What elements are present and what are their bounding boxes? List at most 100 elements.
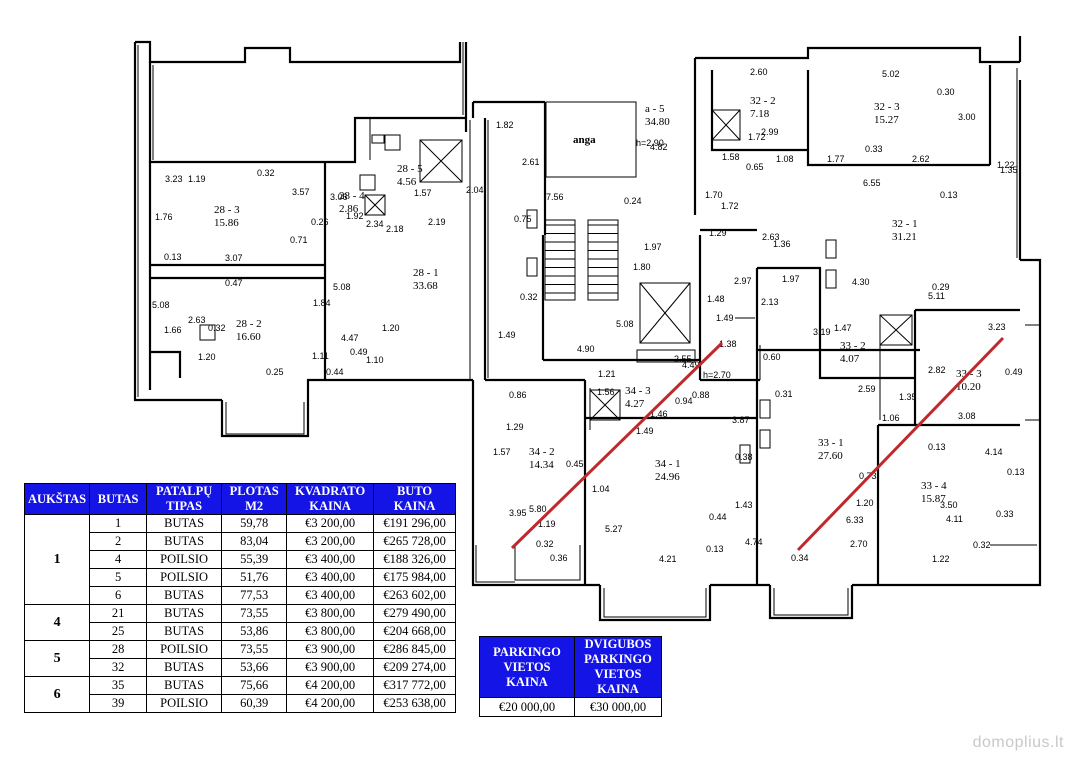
apartment-cell: 25 xyxy=(89,622,148,641)
dimension-label: 0.26 xyxy=(311,217,329,227)
dimension-label: 0.13 xyxy=(164,252,182,262)
watermark: domoplius.lt xyxy=(972,734,1064,751)
anga-label: anga xyxy=(573,134,596,146)
type-cell: BUTAS xyxy=(146,622,223,641)
dimension-label: 1.19 xyxy=(188,174,206,184)
room-area: 27.60 xyxy=(818,450,843,462)
dimension-label: 2.13 xyxy=(761,297,779,307)
dimension-label: 5.11 xyxy=(928,291,945,301)
parking-table-header: PARKINGO VIETOS KAINA DVIGUBOS PARKINGO … xyxy=(479,636,662,698)
parking-table: PARKINGO VIETOS KAINA DVIGUBOS PARKINGO … xyxy=(479,636,662,717)
area-cell: 55,39 xyxy=(221,550,288,569)
dimension-label: 1.97 xyxy=(644,242,662,252)
dimension-label: 1.49 xyxy=(498,330,516,340)
room-id: 28 - 2 xyxy=(236,318,262,330)
dimension-label: 7.56 xyxy=(546,192,564,202)
dimension-label: 1.22 xyxy=(997,160,1015,170)
room-id: 28 - 3 xyxy=(214,204,240,216)
dimension-label: 1.22 xyxy=(932,554,950,564)
dimension-label: 0.86 xyxy=(509,390,527,400)
dimension-label: 0.88 xyxy=(692,390,710,400)
dimension-label: 1.97 xyxy=(782,274,800,284)
room-area: 4.27 xyxy=(625,398,645,410)
floor-cell: 4 xyxy=(23,604,91,641)
price-table: AUKŠTAS BUTAS PATALPŲ TIPAS PLOTAS M2 KV… xyxy=(23,483,456,713)
apartment-cell: 28 xyxy=(89,640,148,659)
area-cell: 59,78 xyxy=(221,514,288,533)
dimension-label: 1.49 xyxy=(716,313,734,323)
dimension-label: 2.59 xyxy=(858,384,876,394)
double-parking-price: €30 000,00 xyxy=(574,697,662,717)
dimension-label: 2.61 xyxy=(522,157,540,167)
price-table-header: AUKŠTAS BUTAS PATALPŲ TIPAS PLOTAS M2 KV… xyxy=(23,483,456,515)
dimension-label: 0.45 xyxy=(566,459,584,469)
room-area: 15.87 xyxy=(921,493,946,505)
area-cell: 77,53 xyxy=(221,586,288,605)
dimension-label: 3.06 xyxy=(330,192,348,202)
dimension-label: 2.63 xyxy=(762,232,780,242)
area-cell: 60,39 xyxy=(221,694,288,713)
table-row: €20 000,00 €30 000,00 xyxy=(479,697,662,717)
type-cell: BUTAS xyxy=(146,514,223,533)
dimension-label: 0.44 xyxy=(709,512,727,522)
dimension-label: 0.34 xyxy=(791,553,809,563)
room-id: 34 - 2 xyxy=(529,446,555,458)
dimension-label: 6.33 xyxy=(846,515,864,525)
dimension-label: 4.14 xyxy=(985,447,1003,457)
dimension-label: 4.47 xyxy=(341,333,359,343)
sqm-price-cell: €3 800,00 xyxy=(286,604,375,623)
room-id: 28 - 1 xyxy=(413,267,439,279)
dimension-label: 1.70 xyxy=(705,190,723,200)
col-type: PATALPŲ TIPAS xyxy=(146,483,223,515)
room-id: a - 5 xyxy=(645,103,665,115)
room-id: 32 - 3 xyxy=(874,101,900,113)
room-area: 16.60 xyxy=(236,331,261,343)
sqm-price-cell: €3 400,00 xyxy=(286,568,375,587)
room-id: 33 - 1 xyxy=(818,437,844,449)
dimension-label: 4.21 xyxy=(659,554,677,564)
dimension-label: 2.60 xyxy=(750,67,768,77)
sqm-price-cell: €4 200,00 xyxy=(286,676,375,695)
sqm-price-cell: €3 400,00 xyxy=(286,586,375,605)
room-area: 33.68 xyxy=(413,280,438,292)
room-area: 24.96 xyxy=(655,471,680,483)
sqm-price-cell: €3 200,00 xyxy=(286,532,375,551)
dimension-label: 0.49 xyxy=(350,347,368,357)
dimension-label: 5.08 xyxy=(616,319,634,329)
dimension-label: 0.44 xyxy=(326,367,344,377)
room-area: 7.18 xyxy=(750,108,770,120)
col-double-parking: DVIGUBOS PARKINGO VIETOS KAINA xyxy=(574,636,662,698)
dimension-label: 1.47 xyxy=(834,323,852,333)
type-cell: BUTAS xyxy=(146,532,223,551)
dimension-label: 1.38 xyxy=(719,339,737,349)
dimension-label: 1.08 xyxy=(776,154,794,164)
total-price-cell: €191 296,00 xyxy=(373,514,456,533)
dimension-label: 4.11 xyxy=(946,514,963,524)
parking-price: €20 000,00 xyxy=(479,697,575,717)
dimension-label: 0.49 xyxy=(1005,367,1023,377)
dimension-label: 1.35 xyxy=(1000,165,1018,175)
type-cell: BUTAS xyxy=(146,676,223,695)
area-cell: 75,66 xyxy=(221,676,288,695)
floor-cell: 6 xyxy=(23,676,91,713)
col-parking: PARKINGO VIETOS KAINA xyxy=(479,636,575,698)
dimension-label: 0.65 xyxy=(746,162,764,172)
apartment-cell: 6 xyxy=(89,586,148,605)
dimension-label: 0.24 xyxy=(624,196,642,206)
dimension-label: 1.58 xyxy=(722,152,740,162)
dimension-label: 0.31 xyxy=(775,389,793,399)
apartment-cell: 21 xyxy=(89,604,148,623)
dimension-label: 2.62 xyxy=(912,154,930,164)
room-area: 31.21 xyxy=(892,231,917,243)
apartment-cell: 5 xyxy=(89,568,148,587)
dimension-label: 1.76 xyxy=(155,212,173,222)
dimension-label: 0.13 xyxy=(940,190,958,200)
dimension-label: 1.06 xyxy=(882,413,900,423)
dimension-label: 0.60 xyxy=(763,352,781,362)
dimension-label: 0.13 xyxy=(928,442,946,452)
dimension-label: 1.77 xyxy=(827,154,845,164)
